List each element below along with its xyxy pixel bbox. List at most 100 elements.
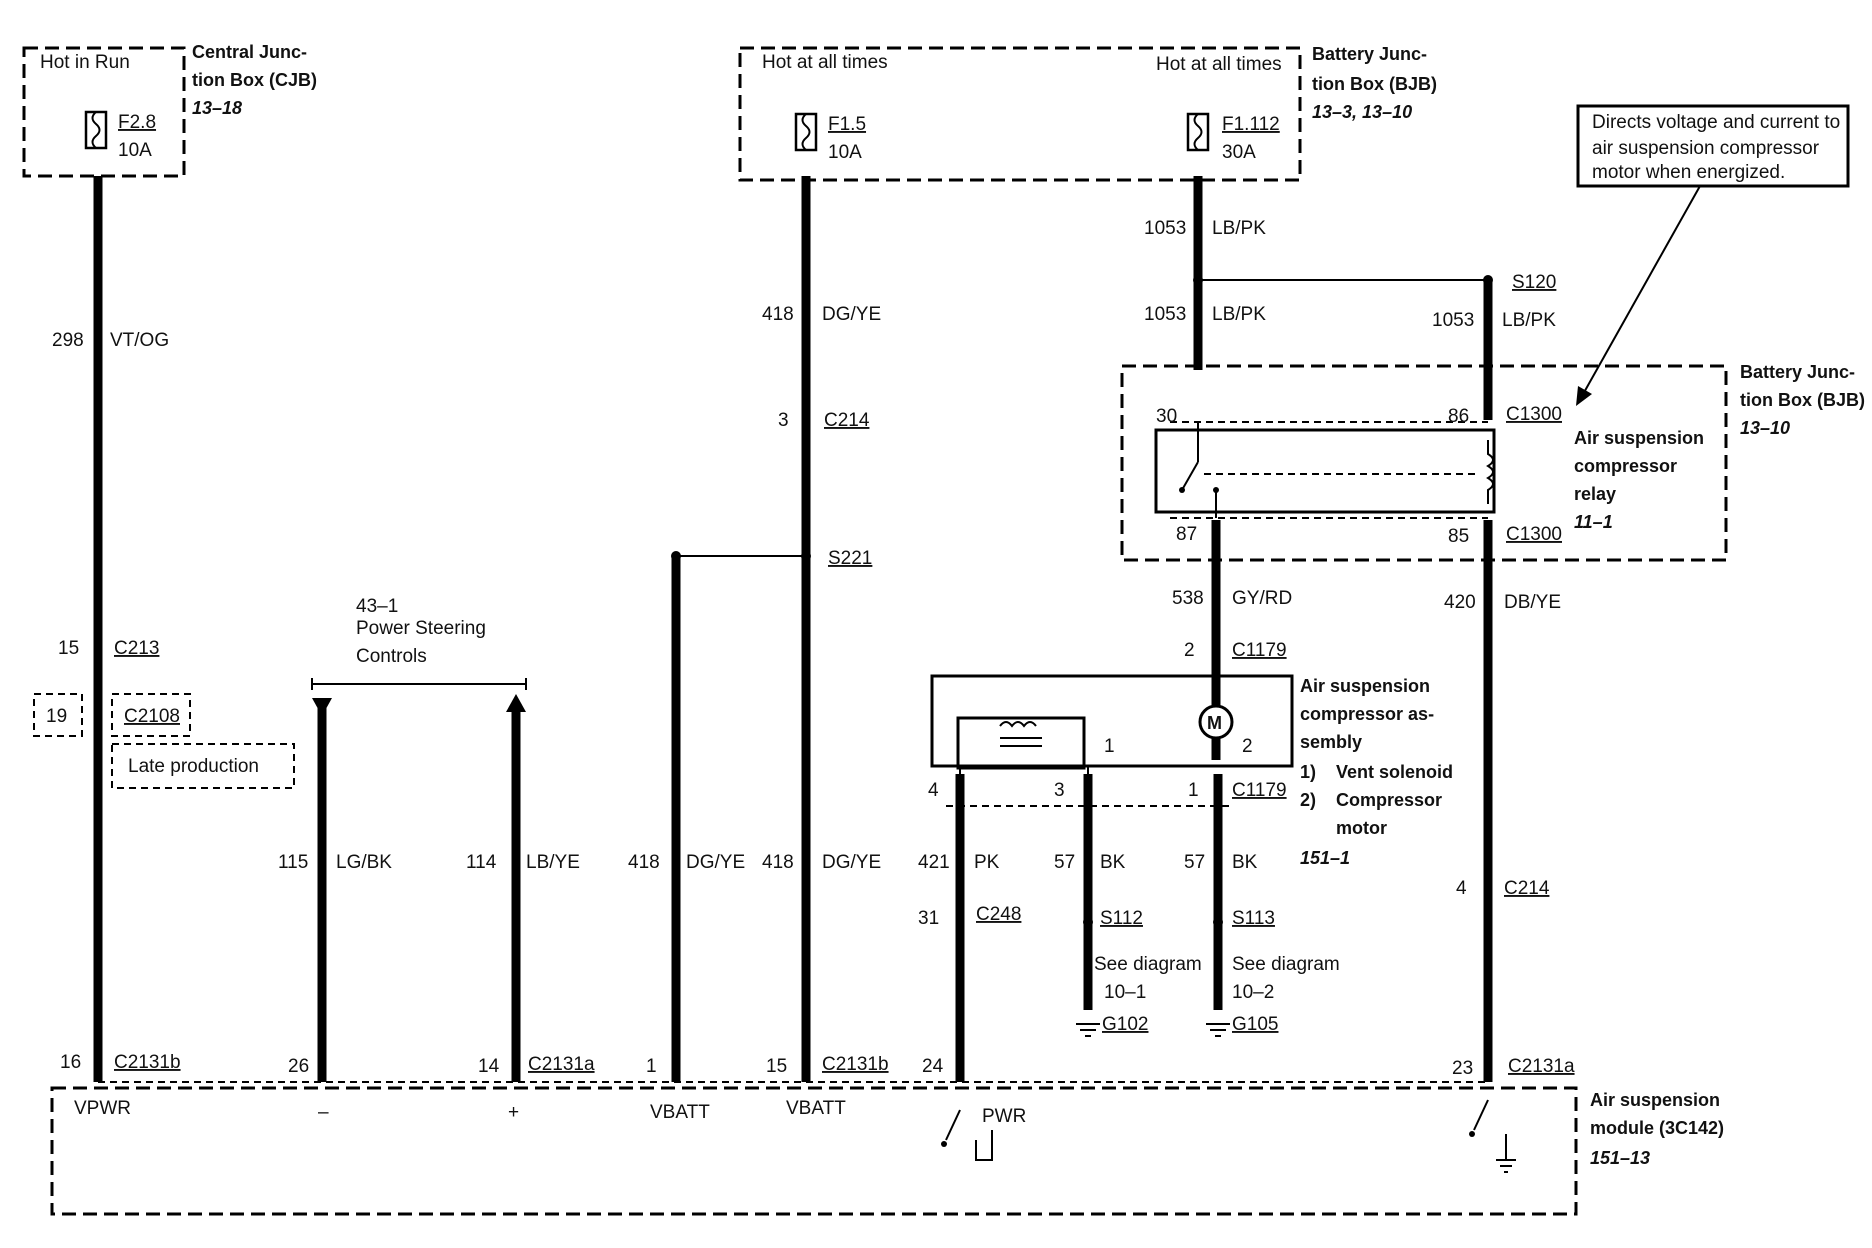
cjb-fuse-rating: 10A [118, 140, 152, 161]
power-steering-line1: Power Steering [356, 618, 486, 639]
bottom-pin-1: 1 [646, 1056, 657, 1077]
module-vbatt-1: VBATT [650, 1102, 710, 1123]
c214b-pin: 4 [1456, 878, 1467, 899]
motor-symbol: M [1207, 713, 1222, 733]
wire-114-num: 114 [466, 852, 497, 873]
ground-icon [1206, 1023, 1230, 1037]
c2108-label-box [111, 693, 191, 737]
power-steering-group: 43–1 Power Steering Controls [311, 596, 527, 716]
bjb-fuse1-rating: 10A [828, 142, 862, 163]
wire-538-num: 538 [1172, 588, 1204, 609]
s120-label: S120 [1512, 272, 1556, 293]
relay-pin-86: 86 [1448, 406, 1469, 427]
s112-label: S112 [1100, 908, 1143, 929]
wire-57a-color: BK [1100, 852, 1126, 873]
g105-label: G105 [1232, 1014, 1278, 1035]
up-arrow-icon [506, 694, 526, 712]
compressor-item2: Compressor [1336, 790, 1442, 810]
c213-label: C213 [114, 638, 159, 659]
bjb-name-2: tion Box (BJB) [1312, 74, 1437, 94]
splice-dot [1483, 275, 1493, 285]
compressor-item1: Vent solenoid [1336, 762, 1453, 782]
wire-421-num: 421 [918, 852, 950, 873]
wire-420-num: 420 [1444, 592, 1476, 613]
relay-label-2: compressor [1574, 456, 1677, 476]
see2-line1: See diagram [1232, 954, 1340, 975]
module-plus: + [508, 1102, 519, 1123]
wire-1053b-num: 1053 [1144, 304, 1186, 325]
module-vpwr: VPWR [74, 1098, 131, 1119]
ground-icon [1076, 1023, 1100, 1037]
wire-421-color: PK [974, 852, 1000, 873]
compressor-item1-num: 1) [1300, 762, 1316, 782]
wire-1053a-num: 1053 [1144, 218, 1186, 239]
c2131b-right: C2131b [822, 1054, 889, 1075]
wire-418c-num: 418 [762, 852, 794, 873]
module-pwr: PWR [982, 1106, 1026, 1127]
wire-1053c-num: 1053 [1432, 310, 1474, 331]
module-name-2: module (3C142) [1590, 1118, 1724, 1138]
bottom-pin-15: 15 [766, 1056, 787, 1077]
wire-418b-color: DG/YE [686, 852, 745, 873]
down-arrow-icon [312, 698, 332, 716]
wire-57b-color: BK [1232, 852, 1258, 873]
cjb-box: Hot in Run Central Junc- tion Box (CJB) … [22, 42, 317, 178]
compressor-item2b: motor [1336, 818, 1387, 838]
switch-icon [1473, 1099, 1489, 1131]
splice-dot [801, 551, 811, 561]
c2108-pin-box [33, 693, 83, 737]
c214-pin: 3 [778, 410, 789, 431]
c1179-pin-1: 1 [1188, 780, 1199, 801]
wire-57a-num: 57 [1054, 852, 1075, 873]
note-box: Directs voltage and current to air suspe… [1576, 104, 1850, 406]
note-line-3: motor when energized. [1592, 162, 1785, 183]
wire-420-color: DB/YE [1504, 592, 1561, 613]
relay-pin-87: 87 [1176, 524, 1197, 545]
c248-label: C248 [976, 904, 1021, 925]
wire-418a-color: DG/YE [822, 304, 881, 325]
power-steering-line2: Controls [356, 646, 427, 667]
splice-dot [1213, 917, 1223, 927]
see1-line1: See diagram [1094, 954, 1202, 975]
compressor-ref: 151–1 [1300, 848, 1350, 868]
late-production: Late production [128, 756, 259, 777]
module-box: VPWR – + VBATT VBATT PWR Air suspension … [50, 1086, 1724, 1216]
compressor-pin-2: 2 [1242, 736, 1253, 757]
wire-298-color: VT/OG [110, 330, 169, 351]
module-ref: 151–13 [1590, 1148, 1650, 1168]
wire-114-color: LB/YE [526, 852, 580, 873]
bjb-fuse2-rating: 30A [1222, 142, 1256, 163]
c2131b-left: C2131b [114, 1052, 181, 1073]
bjb-top-box: Hot at all times Hot at all times Batter… [738, 44, 1437, 182]
cjb-hot-label: Hot in Run [40, 52, 130, 73]
module-minus: – [318, 1102, 329, 1123]
see2-line2: 10–2 [1232, 982, 1274, 1003]
note-line-2: air suspension compressor [1592, 138, 1820, 159]
wire-115-num: 115 [278, 852, 308, 873]
bjb-relay-box: Battery Junc- tion Box (BJB) 13–10 30 86… [1120, 362, 1865, 562]
wire-57b-num: 57 [1184, 852, 1205, 873]
bjb-fuse2-id: F1.112 [1222, 114, 1280, 135]
c248-pin: 31 [918, 908, 939, 929]
bottom-pin-14: 14 [478, 1056, 500, 1077]
c1179-top-label: C1179 [1232, 640, 1287, 661]
c2131a-right: C2131a [1508, 1056, 1575, 1077]
relay-label-1: Air suspension [1574, 428, 1704, 448]
relay-pin-30: 30 [1156, 406, 1177, 427]
wire-1053b-color: LB/PK [1212, 304, 1266, 325]
c1179-pin-3: 3 [1054, 780, 1065, 801]
cjb-name-2: tion Box (CJB) [192, 70, 317, 90]
wire-115-color: LG/BK [336, 852, 392, 873]
c214-label: C214 [824, 410, 870, 431]
compressor-name-1: Air suspension [1300, 676, 1430, 696]
c2108-label: C2108 [124, 706, 180, 727]
c213-pin: 15 [58, 638, 79, 659]
bjb-hot-left: Hot at all times [762, 52, 888, 73]
relay-c1300-top: C1300 [1506, 404, 1562, 425]
bjb-hot-right: Hot at all times [1156, 54, 1282, 75]
c1179-bottom-label: C1179 [1232, 780, 1287, 801]
note-arrow-line [1581, 185, 1701, 397]
compressor-pin-1: 1 [1104, 736, 1115, 757]
module-vbatt-2: VBATT [786, 1098, 846, 1119]
